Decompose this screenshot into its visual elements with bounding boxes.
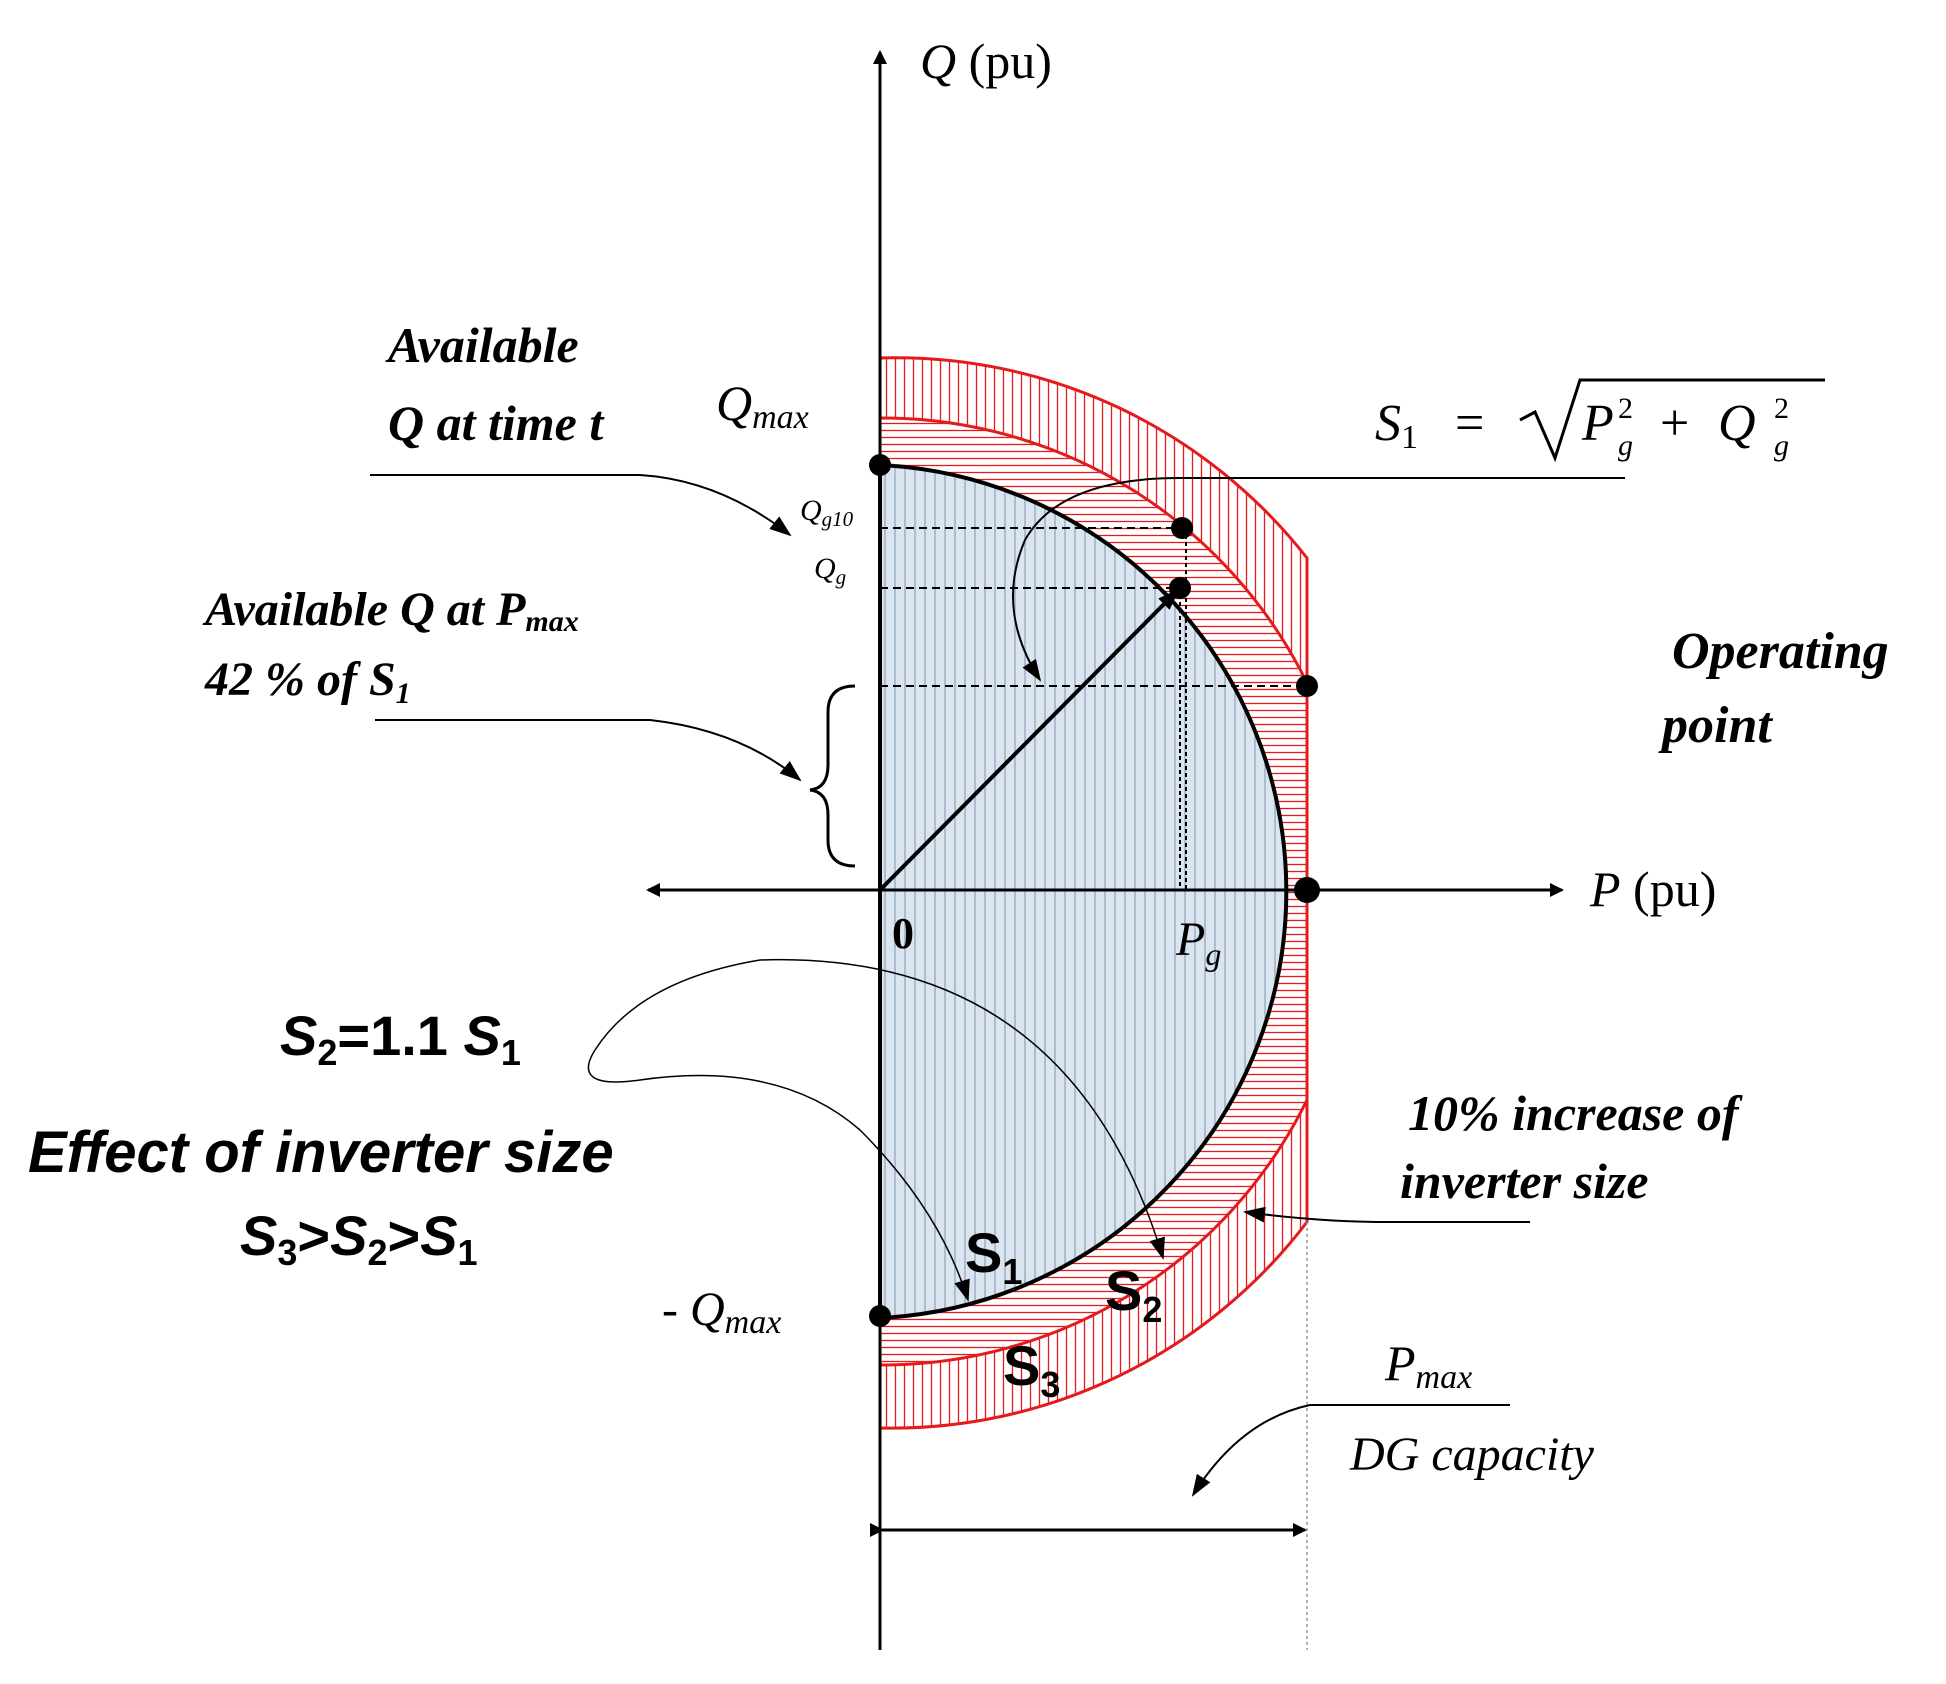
pmax-label: Pmax [1384, 1335, 1472, 1396]
dot-operating-point [1169, 577, 1191, 599]
s1-region-label: S1 [965, 1221, 1022, 1292]
qg-label: Qg [814, 552, 846, 589]
origin-label: 0 [892, 909, 914, 958]
qg10-label: Qg10 [800, 494, 854, 531]
p-axis-label: P (pu) [1589, 861, 1716, 917]
dg-capacity-label: DG capacity [1349, 1428, 1595, 1481]
dot-qg10 [1171, 517, 1193, 539]
leader-pmax [1191, 1404, 1510, 1497]
svg-text:S1: S1 [1375, 395, 1418, 456]
svg-text:+: + [1660, 395, 1689, 452]
dot-pmax [1294, 877, 1320, 903]
leader-s2-s1-a [594, 958, 1165, 1260]
pg-label: Pg [1175, 913, 1221, 972]
leader-s2-s1-b [587, 1049, 970, 1302]
s2-equation: S2=1.1 S1 [280, 1004, 521, 1073]
available-q-brace [809, 684, 856, 868]
svg-text:g: g [1774, 429, 1789, 462]
svg-text:2: 2 [1618, 392, 1633, 425]
svg-text:Q: Q [1718, 395, 1756, 452]
leader-avail-q-t [370, 474, 792, 537]
svg-text:g: g [1618, 429, 1633, 462]
svg-text:=: = [1455, 395, 1484, 452]
neg-q-max-label: - Qmax [662, 1283, 781, 1341]
dot-neg-qmax [869, 1305, 891, 1327]
operating-point-line2: point [1658, 697, 1773, 754]
operating-point-line1: Operating [1672, 623, 1889, 680]
q-max-label: Qmax [716, 375, 809, 436]
increase-line1: 10% increase of [1408, 1085, 1743, 1141]
svg-text:P: P [1581, 395, 1614, 452]
increase-line2: inverter size [1400, 1153, 1649, 1209]
dot-qmax [869, 454, 891, 476]
avail-q-pmax-line2: 42 % of S1 [204, 653, 411, 710]
leader-avail-q-pmax [375, 719, 802, 782]
avail-q-t-line1: Available [385, 317, 579, 373]
avail-q-t-line2: Q at time t [388, 395, 605, 451]
s3-region-label: S3 [1003, 1334, 1060, 1405]
q-axis-label: Q (pu) [920, 33, 1052, 89]
leader-operating-point [1012, 477, 1625, 682]
svg-text:2: 2 [1774, 392, 1789, 425]
effect-inequality: S3>S2>S1 [240, 1204, 478, 1273]
leader-increase [1243, 1206, 1530, 1223]
dot-qpmax [1296, 675, 1318, 697]
s1-formula: S1 = P 2 g + Q 2 g [1375, 378, 1825, 463]
avail-q-pmax-line1: Available Q at Pmax [202, 583, 579, 638]
s2-region-label: S2 [1105, 1259, 1162, 1330]
s1-vector [878, 588, 1180, 892]
effect-title: Effect of inverter size [28, 1120, 614, 1185]
